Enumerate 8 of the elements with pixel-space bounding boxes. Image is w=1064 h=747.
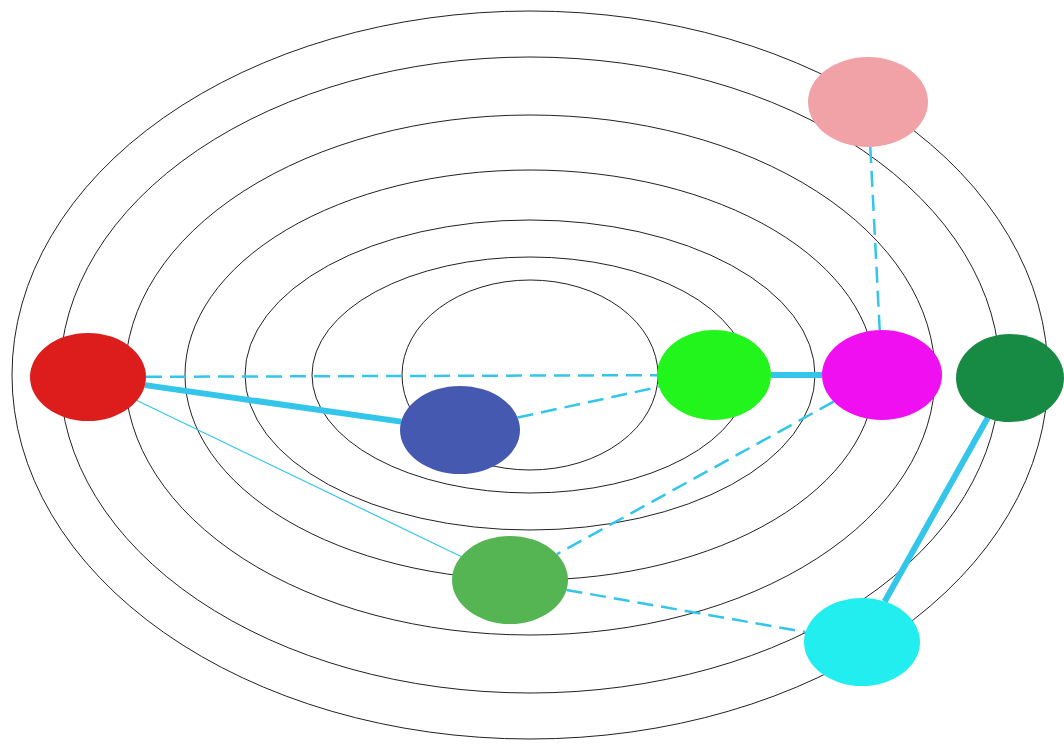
connector-line [869, 146, 881, 331]
connector-line [144, 382, 402, 425]
connector-line [882, 416, 991, 603]
connector-line [556, 400, 835, 556]
connector-line [517, 385, 660, 419]
connector-line [146, 373, 657, 379]
connector-line [136, 399, 462, 558]
connector-line [566, 588, 806, 634]
